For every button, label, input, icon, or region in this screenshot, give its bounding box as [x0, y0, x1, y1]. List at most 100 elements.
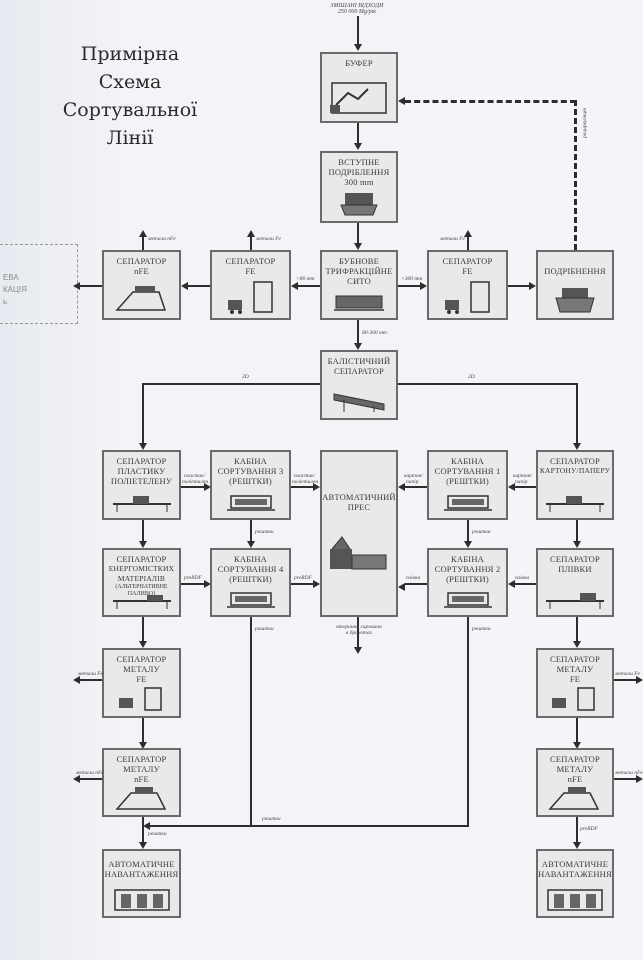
title-line-2: Сортувальної [62, 99, 198, 121]
arrow-metal-nfe-out-left [73, 775, 80, 783]
metal-nfe-left-label-3: nFE [134, 774, 149, 784]
arrow-preshred-drum [354, 243, 362, 250]
stub-label-1: ЕВА [3, 273, 19, 282]
arrow-energy-metalfe [139, 641, 147, 648]
flow-energy-cabin4 [181, 583, 204, 585]
box-separator-energy: СЕПАРАТОР ЕНЕРГОМІСТКИХ МАТЕРІАЛІВ (АЛЬТ… [102, 548, 181, 617]
note-plastic-4: поліетилен [292, 479, 319, 485]
flow-preshred-drum [357, 223, 359, 243]
arrow-metal-fe-top-right [464, 230, 472, 237]
arrow-nfe-out [73, 282, 80, 290]
arrow-plastic-cabin3 [204, 483, 211, 491]
autoload-right-label-1: АВТОМАТИЧНЕ [541, 859, 609, 869]
title-line-1: Примірна Схема [80, 43, 180, 93]
note-metal-fe-top-right: метали Fe [440, 236, 465, 242]
sep-energy-label-2: ЕНЕРГОМІСТКИХ [108, 564, 175, 573]
diagram-title: Примірна Схема Сортувальної Лінії [55, 40, 205, 152]
cabin1-label-1: КАБІНА [451, 456, 484, 466]
flow-cabin4-press [291, 583, 313, 585]
autoload-left-label-2: НАВАНТАЖЕННЯ [104, 869, 179, 879]
sep-plastic-label-1: СЕПАРАТОР [116, 456, 167, 466]
note-range: 80-300 mm [362, 330, 387, 336]
metal-nfe-right-label-1: СЕПАРАТОР [550, 754, 600, 764]
arrow-cabin2-press [398, 583, 405, 591]
autoload-right-label-2: НАВАНТАЖЕННЯ [538, 869, 612, 879]
sep-energy-label-1: СЕПАРАТОР [116, 554, 167, 564]
note-recirculation: рециркуляція [582, 107, 588, 138]
flow-cabin3-cabin4 [250, 520, 252, 541]
note-2d-left: 2D [242, 374, 249, 380]
metal-nfe-right-label-3: nFE [567, 774, 583, 784]
flow-metalnfe-autoload-right [576, 817, 578, 842]
metal-nfe-left-label-2: МЕТАЛУ [123, 764, 160, 774]
baler-press-icon [330, 536, 387, 570]
eddy-separator-icon-left [114, 787, 166, 810]
sep-fe-left-label-2: FE [245, 266, 256, 276]
note-carton-3: картон/ [513, 473, 532, 479]
box-cabin-2: КАБІНА СОРТУВАННЯ 2 (РЕШТКИ) [427, 548, 508, 617]
magnet-separator-icon [227, 281, 273, 314]
arrow-2d-right [573, 443, 581, 450]
flow-drum-fe-right [398, 285, 420, 287]
optical-separator-icon-film [546, 593, 604, 609]
flow-carton-film [576, 520, 578, 541]
flow-residue-cabin4 [250, 617, 252, 826]
flow-2d-left-down [142, 383, 144, 443]
arrow-metal-nfe-top [139, 230, 147, 237]
sep-film-label-1: СЕПАРАТОР [550, 554, 600, 564]
flow-input [357, 16, 359, 44]
input-line-1: ЗМІШАНІ ВІДХОДИ [330, 3, 384, 9]
flow-nfe-out [80, 285, 102, 287]
magnet-separator-icon-metal-left [118, 687, 162, 711]
flow-metalfe-metalnfe-right [576, 718, 578, 742]
sorting-cabin-icon [226, 495, 275, 511]
arrow-drum-fe-right [420, 282, 427, 290]
drum-label-3: СИТО [347, 276, 371, 286]
box-separator-film: СЕПАРАТОР ПЛІВКИ [536, 548, 614, 617]
cabin2-label-3: (РЕШТКИ) [446, 574, 489, 584]
box-drum-sieve: БУБНОВЕ ТРИФРАКЦІЙНЕ СИТО [320, 250, 398, 320]
box-auto-press: АВТОМАТИЧНИЙ ПРЕС [320, 450, 398, 617]
note-residue-bottom: рештки [262, 816, 281, 822]
note-prerdf-mid: preRDF [294, 575, 312, 581]
flow-cabin3-press [291, 486, 313, 488]
eddy-separator-icon [114, 286, 166, 311]
magnet-separator-icon-right [444, 281, 490, 314]
metal-fe-right-label-1: СЕПАРАТОР [550, 654, 600, 664]
note-carton-2: папір [406, 479, 419, 485]
flow-metal-fe-out-right [614, 679, 636, 681]
ballistic-icon [333, 393, 385, 412]
arrow-fe-shredding [529, 282, 536, 290]
arrow-metal-nfe-out-right [636, 775, 643, 783]
note-2d-right: 2D [468, 374, 475, 380]
flow-drum-ballistic [357, 320, 359, 343]
flow-metal-fe-top-right [467, 236, 469, 250]
note-metal-fe-right: метали Fe [615, 671, 640, 677]
arrow-carton-cabin1 [508, 483, 515, 491]
sep-energy-label-4: (АЛЬТЕРНАТИВНЕ ПАЛИВО) [115, 584, 168, 597]
arrow-metal-fe-out-right [636, 676, 643, 684]
sep-nfe-top-label-2: nFE [134, 266, 149, 276]
metal-fe-left-label-1: СЕПАРАТОР [116, 654, 167, 664]
optical-separator-icon-energy [112, 595, 171, 609]
arrow-cabin1-press [398, 483, 405, 491]
note-carton-4: папір [515, 479, 528, 485]
cabin2-label-2: СОРТУВАННЯ 2 [434, 564, 501, 574]
flow-buffer-preshred [357, 123, 359, 143]
cabin4-label-1: КАБІНА [234, 554, 267, 564]
input-line-2: 250 000 Mg/рік [337, 9, 377, 15]
metal-fe-right-label-2: МЕТАЛУ [556, 664, 594, 674]
flow-2d-left [142, 383, 320, 385]
arrow-cabin1-cabin2 [464, 541, 472, 548]
box-separator-carton: СЕПАРАТОР КАРТОНУ/ПАПЕРУ [536, 450, 614, 520]
flow-plastic-cabin3 [181, 486, 204, 488]
metal-fe-left-label-3: FE [136, 674, 147, 684]
arrow-metal-fe-top-left [247, 230, 255, 237]
note-recycle-2: в брикетах [345, 630, 373, 636]
buffer-label: БУФЕР [345, 58, 373, 68]
cropped-neighbor-box: ЕВА КАЦІЯ ь [0, 244, 78, 324]
note-recycled-material: вторинна сировина в брикетах [330, 624, 388, 636]
box-metal-nfe-left: СЕПАРАТОР МЕТАЛУ nFE [102, 748, 181, 817]
cabin4-label-2: СОРТУВАННЯ 4 [217, 564, 284, 574]
box-shredding: ПОДРІБНЕННЯ [536, 250, 614, 320]
